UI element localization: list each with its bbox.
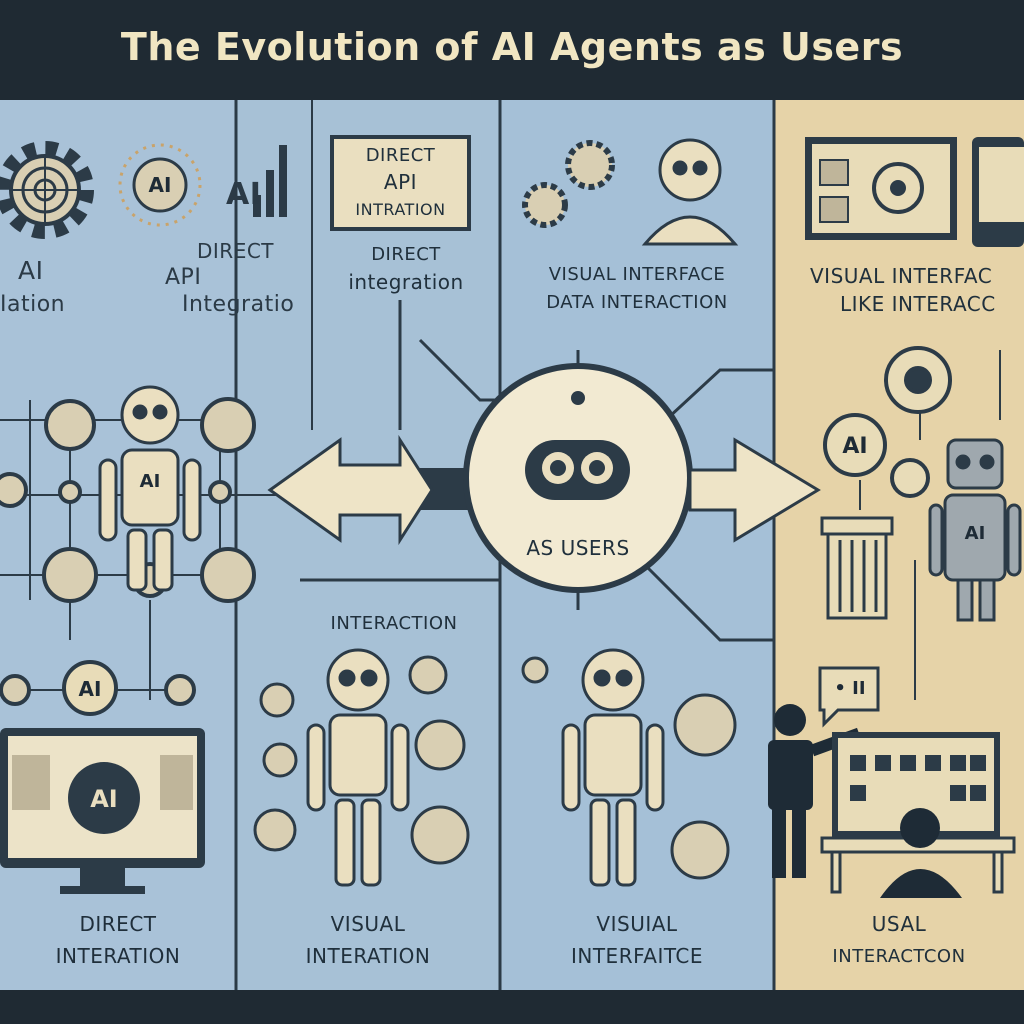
robot-icon-4 — [928, 438, 1022, 622]
bar-chart-icon — [253, 145, 287, 217]
bar-chart-text: AI — [226, 177, 262, 212]
panel-4-top-label-line2: LIKE INTERACC — [840, 292, 996, 316]
speech-bubble-text: • II — [834, 677, 866, 699]
page-title: The Evolution of AI Agents as Users — [120, 25, 904, 69]
monitor-icon — [0, 728, 205, 894]
panel-2-sub-label-line1: DIRECT — [371, 244, 441, 265]
panel-4-gear-icons — [884, 346, 952, 498]
panel-2-sub-label-line2: integration — [348, 270, 464, 294]
panel-3-top-label-line2: DATA INTERACTION — [546, 292, 728, 313]
panel-2-node-icons — [253, 655, 470, 865]
direct-api-box-line1: DIRECT — [365, 145, 436, 166]
robot-icon-3 — [561, 648, 665, 887]
ai-node-badge-bg — [62, 660, 118, 716]
panel-1-top-left-label-line1: AI — [18, 256, 44, 285]
gear-icon — [0, 141, 94, 239]
connector-lines — [300, 300, 500, 582]
panel-3-node-icons — [521, 656, 737, 880]
ai-gear-logo-text: AI — [148, 173, 172, 197]
direct-api-box — [330, 135, 471, 231]
panel-1-top-left-label-line2: Iation — [0, 292, 66, 317]
robot-ai-badge: AI — [139, 470, 161, 492]
dashboard-screen-icon — [805, 137, 957, 240]
presentation-screen-icon — [832, 732, 1000, 837]
panel-1-bottom-label-line1: DIRECT — [79, 912, 157, 936]
seated-person-icon — [880, 808, 962, 898]
panel-1-top-mid-label-line1: DIRECT — [197, 239, 275, 263]
panel-2-bottom-label-line2: INTERATION — [305, 944, 431, 968]
network-node-icons — [0, 397, 256, 706]
panel-2-mid-label: INTERACTION — [330, 613, 458, 634]
panel-4-ai-badge-bg — [823, 413, 887, 477]
small-gear-icons — [522, 140, 615, 228]
user-avatar-icon — [641, 138, 739, 246]
panel-3-top-label-line1: VISUAL INTERFACE — [548, 264, 726, 285]
right-arrow-1 — [267, 434, 434, 546]
panel-1-top-mid-label-line2: API — [165, 265, 202, 290]
panel-3-bottom-label-line1: VISUIAL — [596, 912, 678, 936]
monitor-ai-badge: AI — [90, 785, 118, 813]
right-arrow-2 — [688, 437, 821, 543]
panel-1-top-mid-label-line3: Integratio — [182, 292, 295, 317]
robot-4-ai-badge: AI — [964, 522, 986, 544]
server-icon — [820, 516, 894, 620]
node-ai-badge: AI — [78, 677, 102, 701]
hub-robot-face-icon — [525, 391, 630, 500]
panel-4-bottom-label-line1: USAL — [871, 912, 927, 936]
ai-gear-logo-icon — [118, 143, 202, 227]
robot-icon-2 — [306, 648, 410, 887]
hub-label: AS USERS — [526, 536, 630, 560]
direct-api-box-line3: INTRATION — [355, 200, 446, 219]
panel-4-ai-badge: AI — [842, 433, 868, 459]
speech-bubble-icon — [818, 666, 880, 728]
panel-4-top-label-line1: VISUAL INTERFAC — [810, 264, 993, 288]
direct-api-box-line2: API — [383, 170, 418, 194]
robot-icon — [98, 385, 202, 592]
panel-4-bottom-label-line2: INTERACTCON — [832, 946, 966, 967]
tablet-icon — [972, 137, 1024, 247]
panel-3-bottom-label-line2: INTERFAITCE — [570, 944, 703, 968]
panel-2-bottom-label-line1: VISUAL — [330, 912, 406, 936]
panel-1-bottom-label-line2: INTERATION — [55, 944, 181, 968]
